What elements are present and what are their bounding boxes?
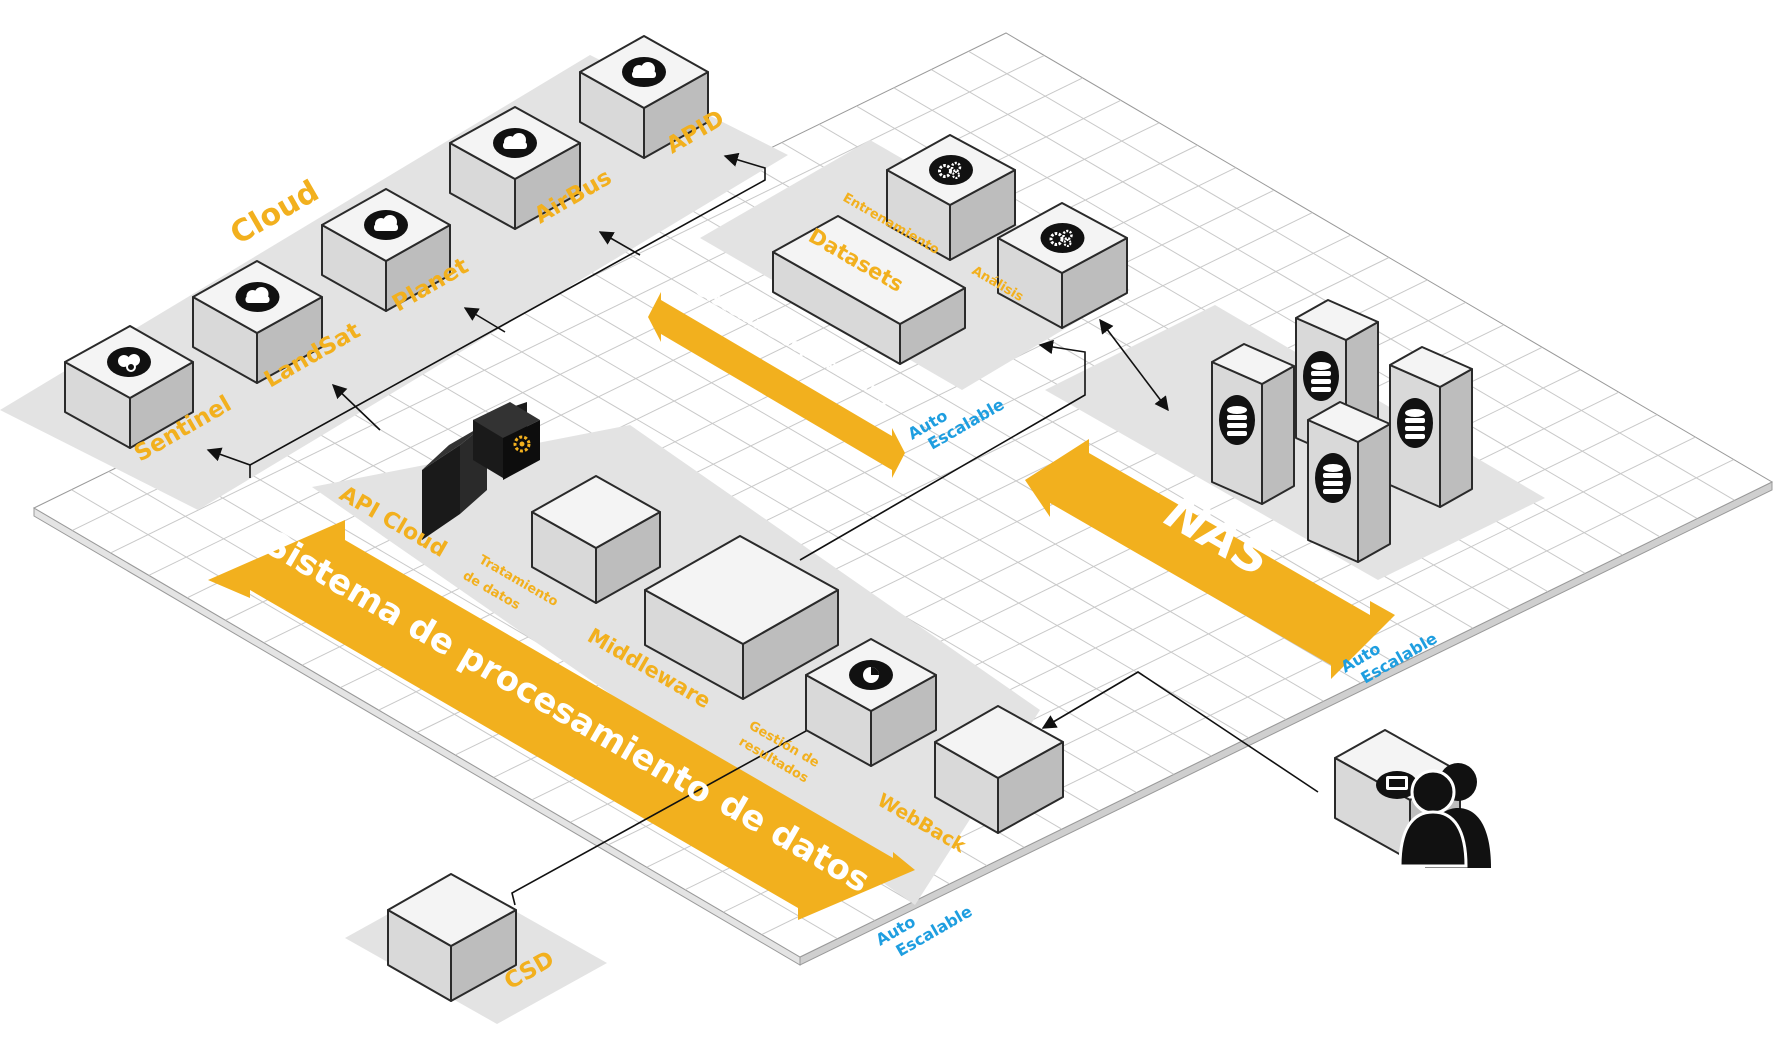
nas-server-2 — [1389, 346, 1473, 508]
sentinel-box — [64, 325, 194, 449]
training-box — [886, 134, 1016, 261]
deep-learning-band — [648, 292, 905, 478]
boxes — [64, 35, 1128, 1002]
database-icon — [1315, 453, 1351, 503]
apid-connector — [249, 152, 766, 466]
processing-zone — [312, 425, 1040, 905]
analysis-nas-connector — [1099, 318, 1169, 412]
connectors — [206, 152, 1319, 906]
user-webback-connector — [1041, 671, 1319, 793]
webback-box — [934, 705, 1064, 834]
analysis-box — [997, 202, 1128, 329]
database-icon — [1303, 351, 1339, 401]
csd-results-connector — [511, 714, 836, 906]
treatment-box — [531, 475, 661, 604]
apid-box — [579, 35, 709, 159]
landsat-box — [192, 260, 323, 384]
landsat-connector — [331, 384, 381, 431]
gears-icon — [1040, 223, 1085, 253]
pie-chart-icon — [849, 660, 893, 690]
middleware-analysis-connector — [799, 339, 1086, 561]
database-icon — [1397, 398, 1433, 448]
processing-band — [208, 520, 915, 920]
database-icon — [1219, 395, 1255, 445]
satellite-cloud-icon — [107, 347, 151, 377]
cloud-icon — [622, 57, 666, 87]
airbus-connector — [598, 231, 641, 256]
datasets-box — [772, 215, 966, 365]
cloud-icon — [493, 128, 537, 158]
nas-server-4 — [1307, 401, 1391, 563]
results-box — [805, 638, 937, 767]
airbus-box — [449, 106, 581, 230]
gear-icon — [513, 435, 531, 453]
gears-icon — [929, 155, 973, 185]
cloud-icon — [235, 282, 280, 312]
planet-box — [321, 188, 451, 312]
nas-servers — [1211, 299, 1473, 563]
csd-box — [387, 873, 517, 1002]
nas-server-3 — [1211, 343, 1295, 505]
nas-band — [1025, 439, 1395, 679]
api-cloud-gateway — [422, 402, 540, 540]
user-icon — [1398, 763, 1491, 868]
cloud-icon — [364, 210, 408, 240]
middleware-box — [644, 535, 839, 700]
